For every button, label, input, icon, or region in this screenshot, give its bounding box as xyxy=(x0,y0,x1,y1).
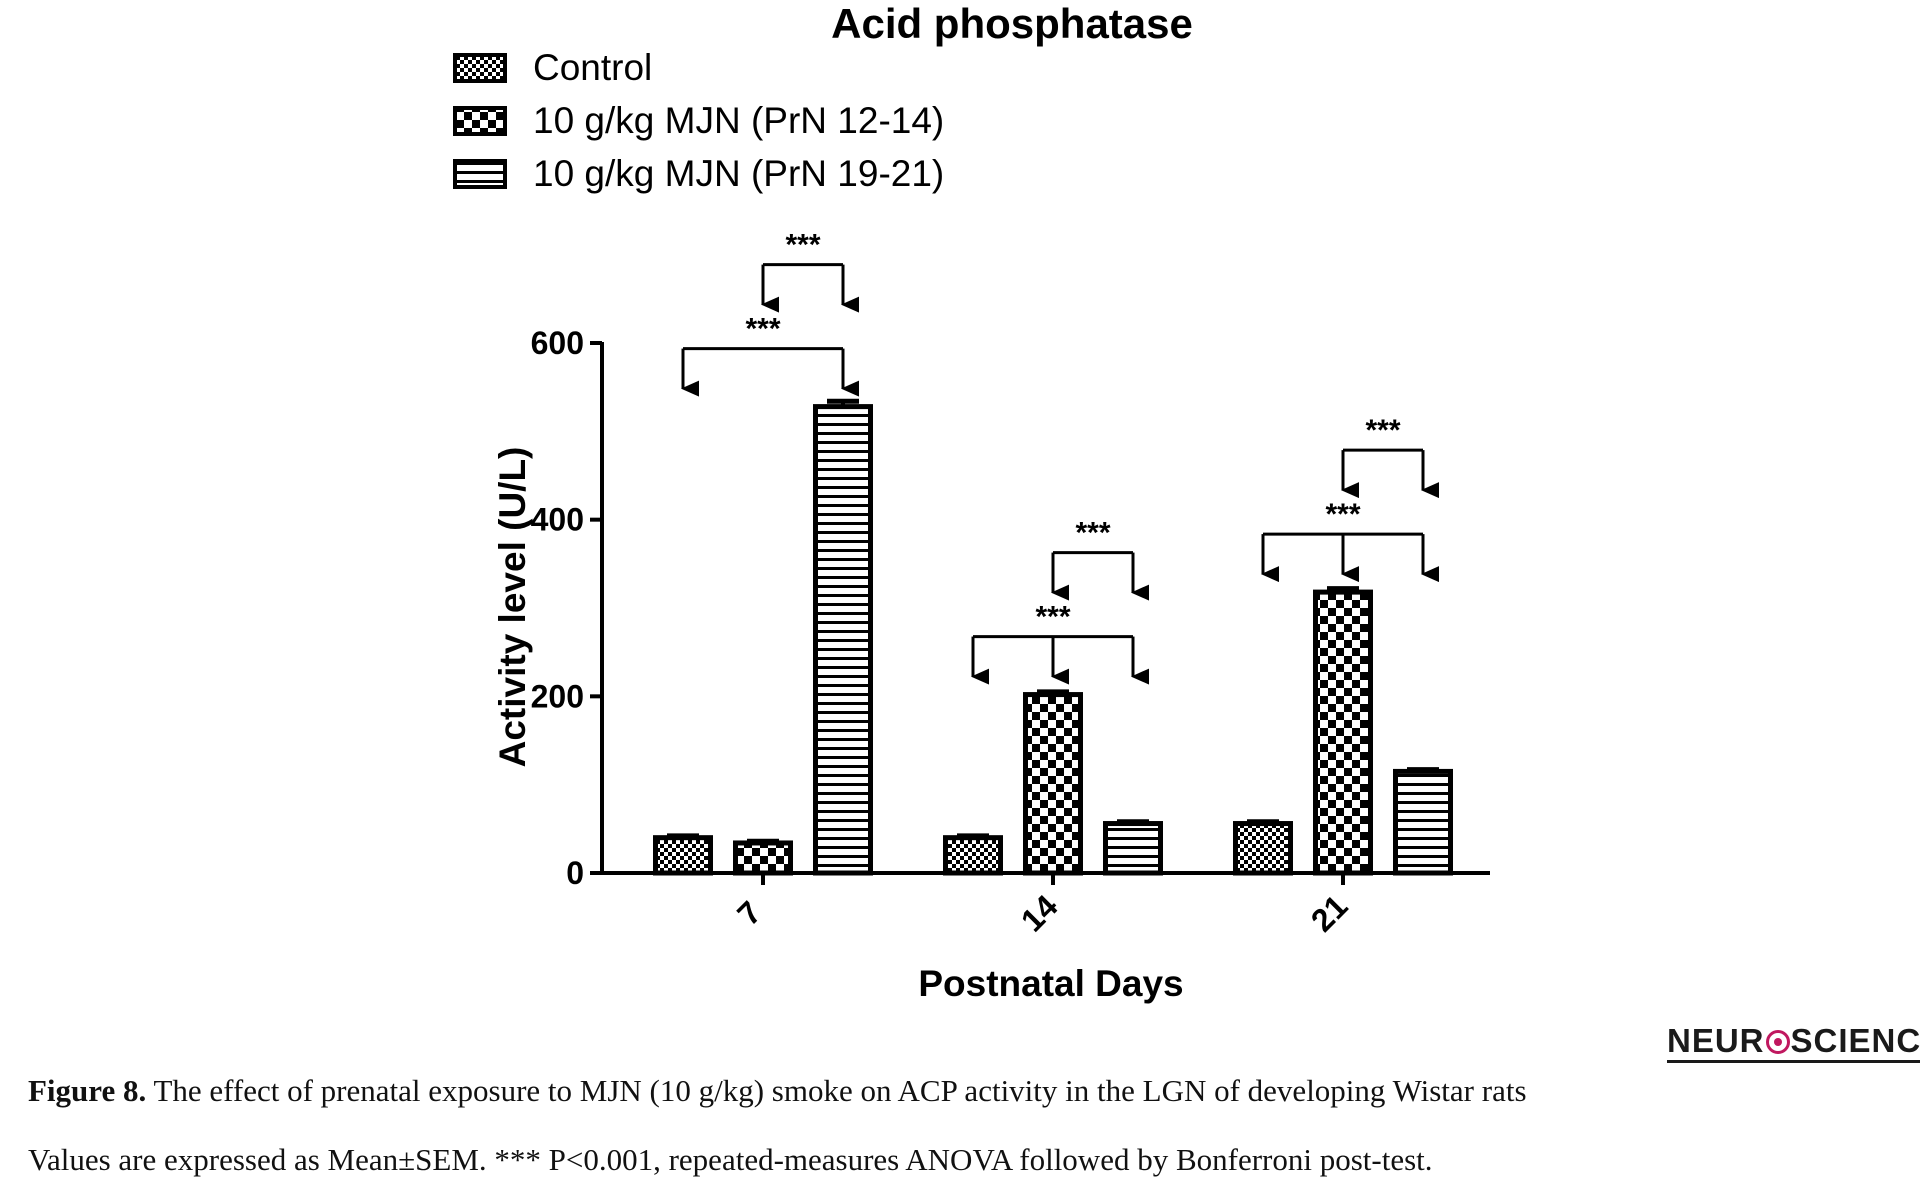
chart: Acid phosphatase Control 10 g/kg MJN (PrN… xyxy=(453,0,1490,1004)
legend-label-1: Control xyxy=(533,47,652,88)
y-axis-label: Activity level (U/L) xyxy=(492,447,533,768)
x-axis-label: Postnatal Days xyxy=(918,963,1183,1004)
legend-swatch-3 xyxy=(453,159,507,189)
y-tick-label-0: 0 xyxy=(566,855,584,891)
bar-2-14 xyxy=(1023,692,1083,876)
logo-text-right: SCIENCE xyxy=(1790,1022,1923,1059)
y-tick-label-400: 400 xyxy=(531,502,584,538)
x-axis: 7 14 21 xyxy=(602,871,1490,939)
bar-1-21 xyxy=(1233,821,1293,876)
figure-label: Figure 8. xyxy=(28,1073,147,1108)
sig-label-6: *** xyxy=(1365,414,1400,447)
bar-1-14 xyxy=(943,835,1003,876)
bar-2-7 xyxy=(733,840,793,876)
bars xyxy=(653,398,1453,876)
legend-label-3: 10 g/kg MJN (PrN 19-21) xyxy=(533,153,944,194)
x-tick-label-21: 21 xyxy=(1304,888,1355,939)
logo-text-left: NEUR xyxy=(1667,1022,1765,1059)
bar-3-14 xyxy=(1103,821,1163,876)
sig-label-1: *** xyxy=(745,313,780,346)
sig-label-4: *** xyxy=(1075,517,1110,550)
chart-title: Acid phosphatase xyxy=(831,0,1193,47)
sig-label-3: *** xyxy=(1035,601,1070,634)
x-tick-label-14: 14 xyxy=(1014,888,1065,939)
bar-2-21 xyxy=(1313,589,1373,876)
logo-mark-icon xyxy=(1765,1030,1790,1054)
bar-1-7 xyxy=(653,835,713,876)
figure-note: Values are expressed as Mean±SEM. *** P<… xyxy=(28,1142,1433,1177)
bar-3-7 xyxy=(813,404,873,876)
bar-3-21 xyxy=(1393,768,1453,876)
logo-underline xyxy=(1667,1060,1920,1063)
neuroscience-logo: NEUR SCIENCE xyxy=(1667,1022,1923,1060)
legend: Control 10 g/kg MJN (PrN 12-14) 10 g/kg MJ… xyxy=(453,47,944,194)
significance-annotations: *** *** *** *** *** *** xyxy=(681,229,1439,685)
sig-label-2: *** xyxy=(785,229,820,262)
legend-label-2: 10 g/kg MJN (PrN 12-14) xyxy=(533,100,944,141)
figure-caption-text: The effect of prenatal exposure to MJN (… xyxy=(146,1073,1527,1108)
y-tick-label-600: 600 xyxy=(531,325,584,361)
legend-swatch-1 xyxy=(453,53,507,83)
sig-label-5: *** xyxy=(1325,498,1360,531)
y-axis: 0 200 400 600 xyxy=(531,325,604,891)
legend-swatch-2 xyxy=(453,106,507,136)
figure-caption: Figure 8. The effect of prenatal exposur… xyxy=(28,1073,1527,1109)
x-tick-label-7: 7 xyxy=(730,894,768,932)
y-tick-label-200: 200 xyxy=(531,678,584,714)
